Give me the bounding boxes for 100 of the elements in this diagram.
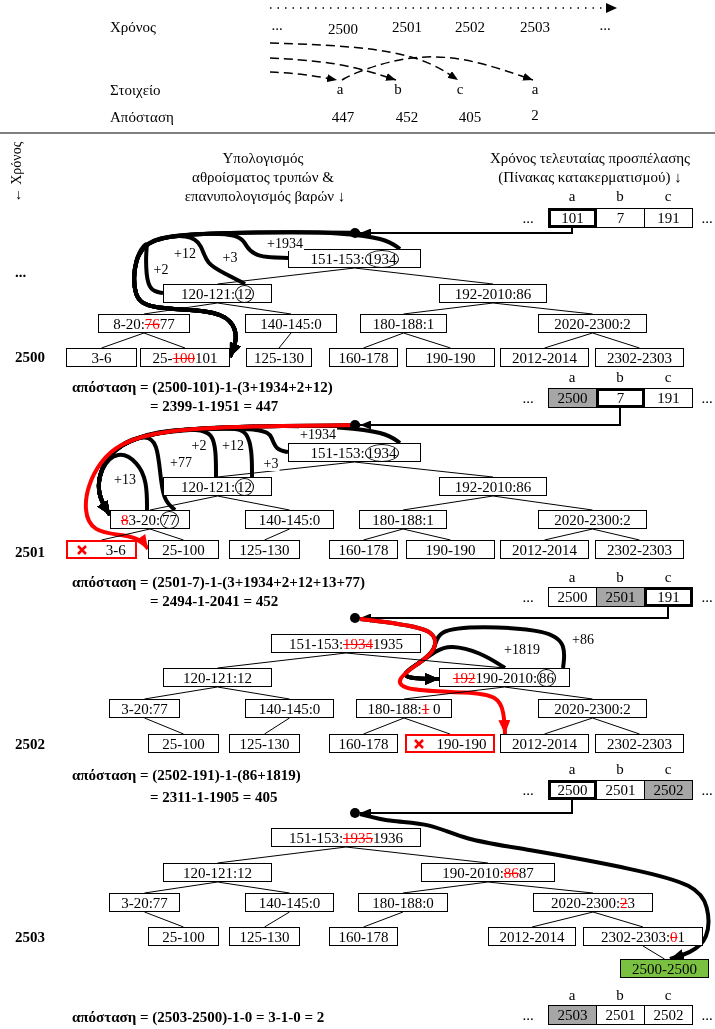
table-cell: 7	[596, 388, 645, 408]
edge-label: +2	[152, 263, 170, 277]
edge-label: +13	[113, 473, 137, 487]
ellipsis: ...	[701, 210, 713, 226]
interval-box: 3-20:77	[109, 893, 180, 912]
table-cell: 2501	[596, 1005, 645, 1025]
dashed-arrow	[341, 56, 534, 81]
interval-box: 140-145:0	[245, 699, 334, 718]
interval-box: 160-178	[329, 734, 398, 753]
column-heading: Υπολογισμός	[222, 150, 304, 166]
edge-label: +86	[571, 633, 595, 647]
formula-text: απόσταση = (2503-2500)-1-0 = 3-1-0 = 2	[72, 1009, 325, 1025]
interval-box: 180-188:0	[358, 893, 448, 912]
curved-arrow	[359, 812, 711, 961]
element-label: c	[452, 80, 468, 98]
tree-line	[264, 528, 290, 541]
junction-dot	[350, 613, 360, 623]
edge-label: +3	[262, 457, 280, 471]
interval-box: 180-188:1	[359, 510, 447, 529]
table-cell: 2500	[548, 780, 597, 800]
interval-box: 125-130	[229, 927, 300, 946]
interval-box: 190-190	[406, 348, 495, 367]
column-heading: αθροίσματος τρυπών &	[192, 169, 334, 185]
ellipsis: ...	[522, 390, 534, 406]
year-label: 2503	[520, 19, 550, 35]
ellipsis: ...	[522, 210, 534, 226]
removed-interval-box	[66, 540, 137, 559]
distance-value: 2	[531, 107, 539, 123]
ellipsis: ...	[522, 589, 534, 605]
pointer-arrow	[359, 799, 573, 818]
interval-text: 190-190	[436, 735, 487, 752]
interval-box: 2020-2300:2	[538, 699, 647, 718]
column-header: a	[568, 761, 576, 777]
table-cell: 2502	[644, 780, 693, 800]
year-label: 2500	[15, 349, 45, 365]
formula-text: = 2311-1-1905 = 405	[150, 789, 278, 805]
interval-box: 3-6	[66, 348, 137, 367]
row-title: Απόσταση	[110, 109, 174, 125]
curved-arrow	[96, 452, 149, 517]
interval-box: 25-100	[148, 734, 219, 753]
curved-arrow	[403, 644, 507, 685]
year-label: 2503	[15, 929, 45, 945]
formula-text: = 2494-1-2041 = 452	[150, 593, 279, 609]
table-cell: 191	[644, 208, 693, 228]
row-title: Χρόνος	[110, 19, 157, 35]
ellipsis: ...	[271, 17, 283, 33]
distance-value: 405	[458, 109, 482, 125]
axis-title: ← Χρόνος	[9, 141, 25, 203]
row-title: Στοιχείο	[110, 82, 161, 98]
pointer-arrow	[359, 227, 573, 238]
interval-box: 2020-2300:23	[533, 893, 653, 912]
interval-box: 2020-2300:2	[538, 510, 647, 529]
interval-box: 151-153:1934	[288, 443, 421, 462]
column-header: c	[664, 569, 672, 585]
interval-box: 2012-2014	[500, 734, 589, 753]
column-header: b	[616, 569, 624, 585]
table-cell: 2503	[548, 1005, 597, 1025]
interval-box: 125-130	[246, 348, 312, 367]
interval-box: 192-2010:86	[439, 284, 547, 303]
interval-box: 2020-2300:2	[538, 314, 647, 333]
column-header: a	[568, 987, 576, 1003]
ellipsis: ...	[701, 390, 713, 406]
interval-box: 125-130	[229, 734, 300, 753]
tree-line	[402, 528, 451, 541]
interval-box: 140-145:0	[245, 510, 334, 529]
formula-text: = 2399-1-1951 = 447	[150, 398, 279, 414]
edge-label: +3	[221, 251, 239, 265]
interval-box: 160-178	[329, 348, 398, 367]
formula-text: απόσταση = (2502-191)-1-(86+1819)	[72, 767, 301, 783]
interval-box: 192-2010:86	[439, 477, 547, 496]
dashed-arrow	[269, 57, 397, 81]
formula-text: απόσταση = (2500-101)-1-(3+1934+2+12)	[72, 379, 333, 395]
table-cell: 2501	[596, 587, 645, 607]
table-cell: 101	[548, 208, 597, 228]
interval-box: 151-153:19351936	[271, 828, 421, 847]
distance-value: 447	[331, 109, 355, 125]
interval-box: 151-153:1934	[288, 249, 421, 268]
edge-label: +12	[221, 439, 245, 453]
year-label: 2500	[328, 21, 358, 37]
dashed-arrow	[269, 71, 338, 83]
formula-text: απόσταση = (2501-7)-1-(3+1934+2+12+13+77)	[72, 574, 365, 590]
table-cell: 191	[644, 388, 693, 408]
interval-box: 2302-2303	[595, 734, 684, 753]
interval-box: 25-100	[148, 540, 219, 559]
element-label: a	[332, 80, 348, 98]
ellipsis: ...	[701, 782, 713, 798]
interval-box: 2012-2014	[500, 540, 589, 559]
column-header: c	[664, 987, 672, 1003]
column-header: c	[664, 188, 672, 204]
tree-line	[149, 528, 184, 541]
interval-box: 2012-2014	[488, 927, 576, 946]
interval-box: 2012-2014	[500, 348, 589, 367]
interval-box: 160-178	[329, 540, 398, 559]
edge-label: +1819	[503, 643, 541, 657]
interval-box: 2302-2303	[595, 540, 684, 559]
tree-line	[642, 945, 665, 960]
interval-box: 190-2010:8687	[421, 863, 555, 882]
tree-line	[592, 528, 640, 541]
column-header: c	[664, 369, 672, 385]
edge-label: +1934	[299, 428, 337, 442]
